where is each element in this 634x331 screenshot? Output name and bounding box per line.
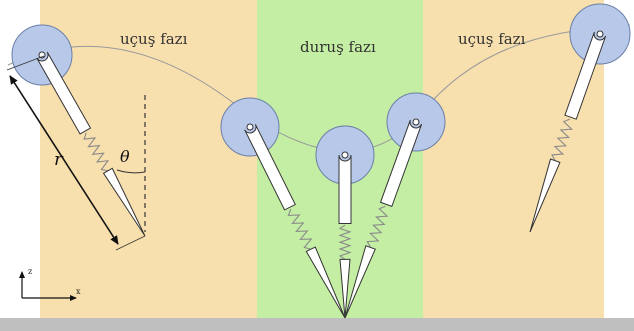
r-extension-bottom xyxy=(115,235,146,251)
lower-leg xyxy=(305,246,346,319)
upper-leg xyxy=(379,119,423,208)
leg-spring xyxy=(287,208,313,250)
lower-leg xyxy=(344,245,376,319)
r-dimension-arrow xyxy=(9,75,119,245)
hip-joint xyxy=(246,123,254,131)
pose-stance-touchdown xyxy=(220,97,346,319)
upper-leg xyxy=(338,154,352,224)
leg-spring xyxy=(366,205,389,248)
flight-phase-left-region xyxy=(40,0,257,320)
lower-leg xyxy=(339,258,351,319)
r-extension-top xyxy=(6,55,45,71)
flight-phase-right-region xyxy=(423,0,604,320)
pose-stance-mid xyxy=(315,125,375,319)
ground xyxy=(0,318,634,331)
theta-symbol: θ xyxy=(120,147,130,166)
leg-spring xyxy=(551,118,573,161)
hip-joint xyxy=(596,30,604,38)
flight-phase-right-label: uçuş fazı xyxy=(458,30,526,48)
upper-leg xyxy=(564,31,607,120)
pose-stance-liftoff xyxy=(344,92,446,319)
lower-leg xyxy=(529,158,561,233)
upper-leg xyxy=(244,124,296,211)
x-axis-label: x xyxy=(76,287,81,296)
hip-joint xyxy=(341,151,349,159)
hip-joint xyxy=(412,118,420,126)
stance-phase-label: duruş fazı xyxy=(300,38,376,56)
leg-spring xyxy=(338,224,352,260)
flight-phase-left-label: uçuş fazı xyxy=(120,30,188,48)
z-axis-label: z xyxy=(28,267,32,276)
pose-flight-2 xyxy=(529,3,631,233)
r-symbol: r xyxy=(54,149,64,170)
